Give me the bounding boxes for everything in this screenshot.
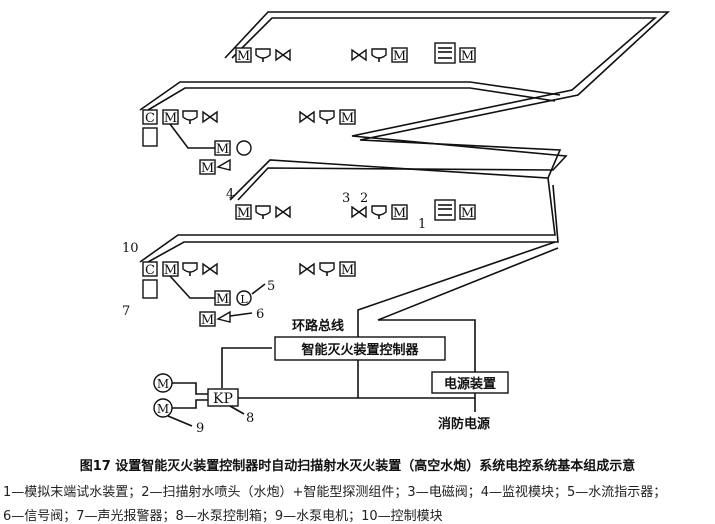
svg-text:电源装置: 电源装置	[444, 376, 496, 392]
svg-text:2: 2	[360, 191, 368, 206]
power-unit: 电源装置	[431, 371, 509, 394]
svg-text:智能灭火装置控制器: 智能灭火装置控制器	[301, 342, 419, 358]
svg-text:4: 4	[226, 187, 234, 202]
svg-text:7: 7	[122, 304, 130, 319]
svg-text:10: 10	[122, 241, 139, 256]
flow-indicator: L	[236, 290, 252, 306]
svg-text:8: 8	[246, 411, 254, 426]
legend-line-2: 6—信号阀；7—声光报警器；8—水泵控制箱；9—水泵电机；10—控制模块	[3, 509, 443, 524]
intelligent-controller: 智能灭火装置控制器	[274, 336, 446, 361]
pump-motors: M M	[153, 373, 245, 427]
system-diagram: M C C L 1 2 3	[122, 11, 671, 436]
svg-text:9: 9	[196, 421, 204, 436]
pump-control-box: KP	[207, 388, 239, 407]
svg-text:M: M	[157, 377, 169, 391]
legend-line-1: 1—模拟末端试水装置；2—扫描射水喷头（水炮）+智能型探测组件；3—电磁阀；4—…	[3, 485, 667, 500]
svg-text:6: 6	[256, 307, 264, 322]
svg-text:C: C	[145, 263, 155, 278]
fire-power-label: 消防电源	[438, 416, 490, 432]
svg-text:C: C	[145, 111, 155, 126]
control-module-c: C	[142, 109, 158, 126]
svg-text:L: L	[240, 293, 248, 306]
figure-caption: 图17 设置智能灭火装置控制器时自动扫描射水灭火装置（高空水炮）系统电控系统基本…	[79, 459, 636, 474]
svg-text:1: 1	[418, 217, 426, 232]
loop-bus-wiring	[139, 11, 671, 412]
svg-text:KP: KP	[213, 391, 233, 407]
svg-text:M: M	[157, 402, 169, 416]
loop-bus-label: 环路总线	[292, 318, 344, 334]
svg-text:5: 5	[267, 279, 275, 294]
svg-text:3: 3	[342, 191, 350, 206]
callout-numbers: 1 2 3 4 5 6 7 8 9 10	[122, 187, 426, 436]
